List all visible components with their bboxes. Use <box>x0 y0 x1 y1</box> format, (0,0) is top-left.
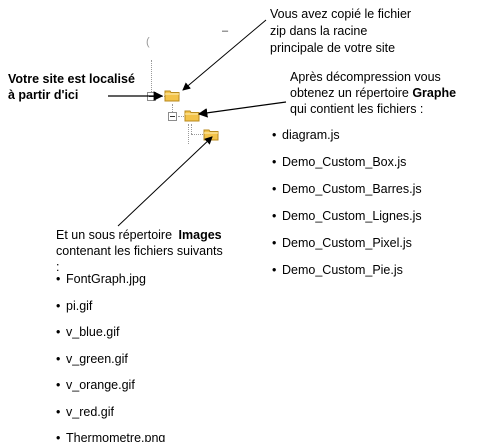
top-note: Vous avez copié le fichier zip dans la r… <box>270 7 412 55</box>
images-file-name: v_orange.gif <box>66 378 135 392</box>
bullet-icon: • <box>272 128 277 142</box>
bullet-icon: • <box>56 272 61 286</box>
right-note-line1: Après décompression vous <box>290 70 441 84</box>
graphe-file-item: • Demo_Custom_Pie.js <box>272 263 403 277</box>
graphe-file-name: diagram.js <box>282 128 340 142</box>
images-note-bold-word: Images <box>178 228 222 242</box>
right-note-bold-word: Graphe <box>412 86 457 100</box>
bullet-icon: • <box>56 404 61 419</box>
images-note-line1: Et un sous répertoire Images <box>56 228 222 243</box>
bullet-icon: • <box>56 298 61 313</box>
graphe-file-name: Demo_Custom_Pie.js <box>282 263 403 277</box>
right-note-line3: qui contient les fichiers : <box>290 102 424 116</box>
graphe-file-item: • diagram.js <box>272 128 340 142</box>
images-file-name: v_blue.gif <box>66 325 120 339</box>
images-file-item: • FontGraph.jpg <box>56 272 146 286</box>
images-file-name: FontGraph.jpg <box>66 272 146 286</box>
graphe-file-item: • Demo_Custom_Pixel.js <box>272 236 412 250</box>
bullet-icon: • <box>272 155 277 169</box>
tree-line-graphe <box>172 104 173 112</box>
bullet-icon: • <box>272 236 277 250</box>
graphe-file-item: • Demo_Custom_Barres.js <box>272 182 422 196</box>
images-note-prefix: Et un sous répertoire <box>56 228 173 242</box>
stray-mark-2: – <box>222 25 229 37</box>
images-file-name: Thermometre.png <box>66 431 166 442</box>
images-file-name: pi.gif <box>66 298 93 313</box>
images-note-line3: : <box>56 260 60 274</box>
images-file-name: v_green.gif <box>66 351 128 366</box>
tree-hline-images <box>191 134 203 135</box>
tree-line-root <box>151 60 152 92</box>
bullet-icon: • <box>272 209 277 223</box>
graphe-file-name: Demo_Custom_Barres.js <box>282 182 422 196</box>
images-note-line2: contenant les fichiers suivants <box>56 244 223 258</box>
graphe-collapse-toggle[interactable] <box>168 112 177 121</box>
arrow-right-note <box>197 101 287 118</box>
graphe-file-name: Demo_Custom_Lignes.js <box>282 209 422 223</box>
tree-hline-graphe <box>178 116 184 117</box>
bullet-icon: • <box>56 431 61 442</box>
tree-line-images <box>191 124 192 134</box>
images-file-item: • v_red.gif <box>56 405 114 419</box>
graphe-file-item: • Demo_Custom_Box.js <box>272 155 406 169</box>
bullet-icon: • <box>56 378 61 392</box>
graphe-file-name: Demo_Custom_Pixel.js <box>282 236 412 250</box>
bullet-icon: • <box>56 351 61 366</box>
tree-line-vertical-right <box>188 124 189 144</box>
images-file-name: v_red.gif <box>66 404 114 419</box>
right-note-line2: obtenez un répertoire Graphe <box>290 86 456 101</box>
bullet-icon: • <box>56 325 61 339</box>
right-note-line2-text: obtenez un répertoire <box>290 86 409 100</box>
images-file-item: • v_blue.gif <box>56 325 120 339</box>
left-note-line1: Votre site est localisé <box>8 72 135 86</box>
graphe-file-item: • Demo_Custom_Lignes.js <box>272 209 422 223</box>
arrow-top-note <box>182 19 267 91</box>
bullet-icon: • <box>272 182 277 196</box>
graphe-file-name: Demo_Custom_Box.js <box>282 155 407 169</box>
arrow-images-note <box>117 136 213 227</box>
left-note-line2: à partir d'ici <box>8 88 79 102</box>
root-folder-icon[interactable] <box>164 88 180 102</box>
stray-mark-1: ( <box>146 36 150 48</box>
images-file-item: • pi.gif <box>56 299 92 313</box>
images-file-item: • v_orange.gif <box>56 378 135 392</box>
images-file-item: • v_green.gif <box>56 352 128 366</box>
bullet-icon: • <box>272 263 277 277</box>
images-file-item: • Thermometre.png <box>56 431 165 442</box>
